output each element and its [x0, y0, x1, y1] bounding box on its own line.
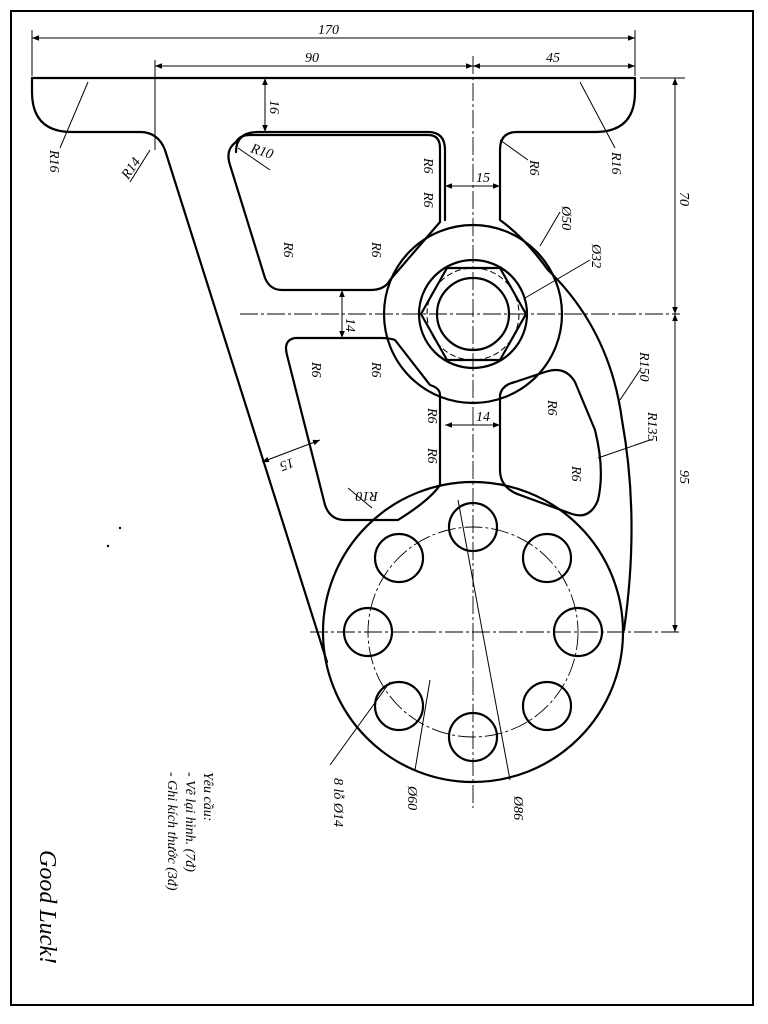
label-r16-right: R16	[608, 151, 623, 175]
radius-labels: R16 R16 R14 R10 R10 R6 R6 R6 R6 R6 R6 R6…	[46, 141, 659, 503]
stray-mark	[118, 526, 122, 530]
dimension-text: 170 90 45 16 70 95 15 14 14 15	[266, 23, 691, 484]
bolt-hole	[521, 680, 573, 732]
cutout-middle-left	[284, 336, 442, 522]
label-r6: R6	[280, 241, 295, 258]
label-r6: R6	[526, 159, 541, 176]
label-r6: R6	[420, 157, 435, 174]
dim-15-rib: 15	[476, 171, 490, 186]
diameter-labels: Ø50 Ø32 8 lỗ Ø14 Ø60 Ø86	[330, 205, 603, 827]
label-r6: R6	[568, 465, 583, 482]
requirements-heading: Yêu cầu:	[200, 772, 215, 821]
label-8-holes: 8 lỗ Ø14	[330, 778, 345, 827]
label-r14: R14	[118, 155, 144, 183]
label-r16-left: R16	[46, 149, 61, 173]
dim-14-middle: 14	[342, 318, 357, 332]
dim-15-slanted: 15	[277, 454, 295, 473]
label-r150: R150	[636, 351, 651, 382]
label-r10-bottom: R10	[355, 488, 379, 503]
label-r6: R6	[308, 361, 323, 378]
dim-90: 90	[305, 51, 319, 66]
dim-95: 95	[676, 470, 691, 484]
stray-mark	[106, 544, 110, 548]
dim-70: 70	[676, 192, 691, 206]
label-r10-top: R10	[248, 141, 275, 163]
requirement-item-1: - Vẽ lại hình. (7đ)	[182, 772, 197, 872]
label-r6: R6	[424, 447, 439, 464]
cutout-middle-right	[498, 368, 602, 517]
label-r6: R6	[368, 241, 383, 258]
sheet-border	[10, 10, 754, 1006]
dim-170: 170	[318, 23, 339, 38]
dim-14-lower: 14	[476, 410, 490, 425]
requirements-note: Yêu cầu: - Vẽ lại hình. (7đ) - Ghi kích …	[164, 772, 215, 891]
dimension-lines	[31, 30, 685, 781]
label-r135: R135	[644, 411, 659, 442]
cutout-upper-left	[227, 133, 442, 292]
dim-16: 16	[266, 100, 281, 114]
center-lines	[240, 56, 680, 808]
label-d60: Ø60	[404, 785, 419, 810]
label-d86: Ø86	[510, 795, 525, 820]
label-d50: Ø50	[558, 205, 573, 230]
label-r6: R6	[544, 399, 559, 416]
bolt-hole	[373, 532, 425, 584]
label-r6: R6	[420, 191, 435, 208]
bolt-hole	[373, 680, 425, 732]
good-luck-text: Good Luck!	[34, 850, 60, 964]
label-r6: R6	[424, 407, 439, 424]
label-r6: R6	[368, 361, 383, 378]
dim-45: 45	[546, 51, 560, 66]
label-d32: Ø32	[588, 243, 603, 268]
requirement-item-2: - Ghi kích thước (3đ)	[164, 772, 179, 891]
bolt-hole	[521, 532, 573, 584]
